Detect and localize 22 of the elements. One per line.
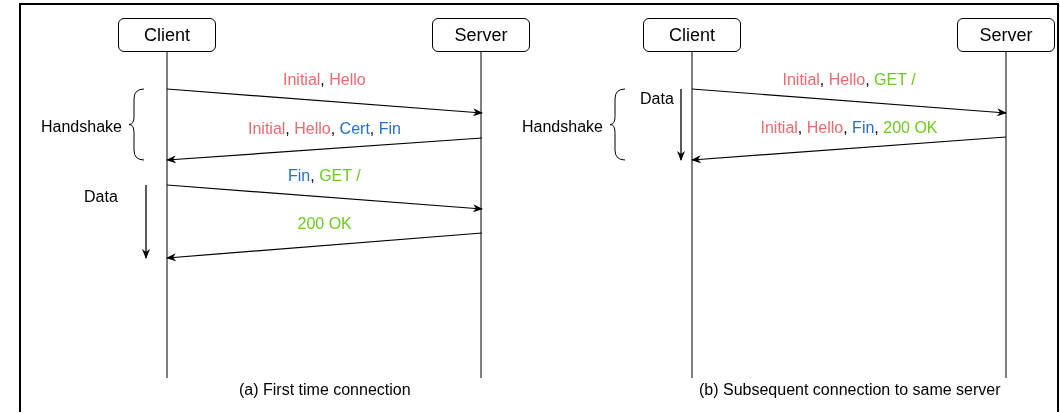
message-label: Initial, Hello — [283, 72, 366, 88]
message-arrow — [166, 232, 483, 262]
participant-box: Server — [957, 18, 1055, 52]
message-arrow — [691, 88, 1007, 117]
caption: (a) First time connection — [239, 382, 411, 398]
message-arrow — [166, 137, 483, 164]
brace-label: Handshake — [522, 119, 603, 135]
message-label: Fin, GET / — [288, 168, 361, 184]
message-arrow — [166, 88, 483, 117]
message-label: 200 OK — [297, 216, 352, 232]
message-label: Initial, Hello, GET / — [782, 72, 916, 88]
message-label: Initial, Hello, Cert, Fin — [248, 121, 401, 137]
brace-label: Handshake — [41, 119, 122, 135]
participant-box: Client — [118, 18, 216, 52]
message-label: Initial, Hello, Fin, 200 OK — [760, 120, 938, 136]
message-arrow — [166, 184, 483, 213]
participant-box: Client — [643, 18, 741, 52]
participant-box: Server — [432, 18, 530, 52]
caption: (b) Subsequent connection to same server — [699, 382, 1001, 398]
direction-label: Data — [640, 91, 674, 107]
message-arrow — [691, 136, 1007, 164]
direction-label: Data — [84, 189, 118, 205]
